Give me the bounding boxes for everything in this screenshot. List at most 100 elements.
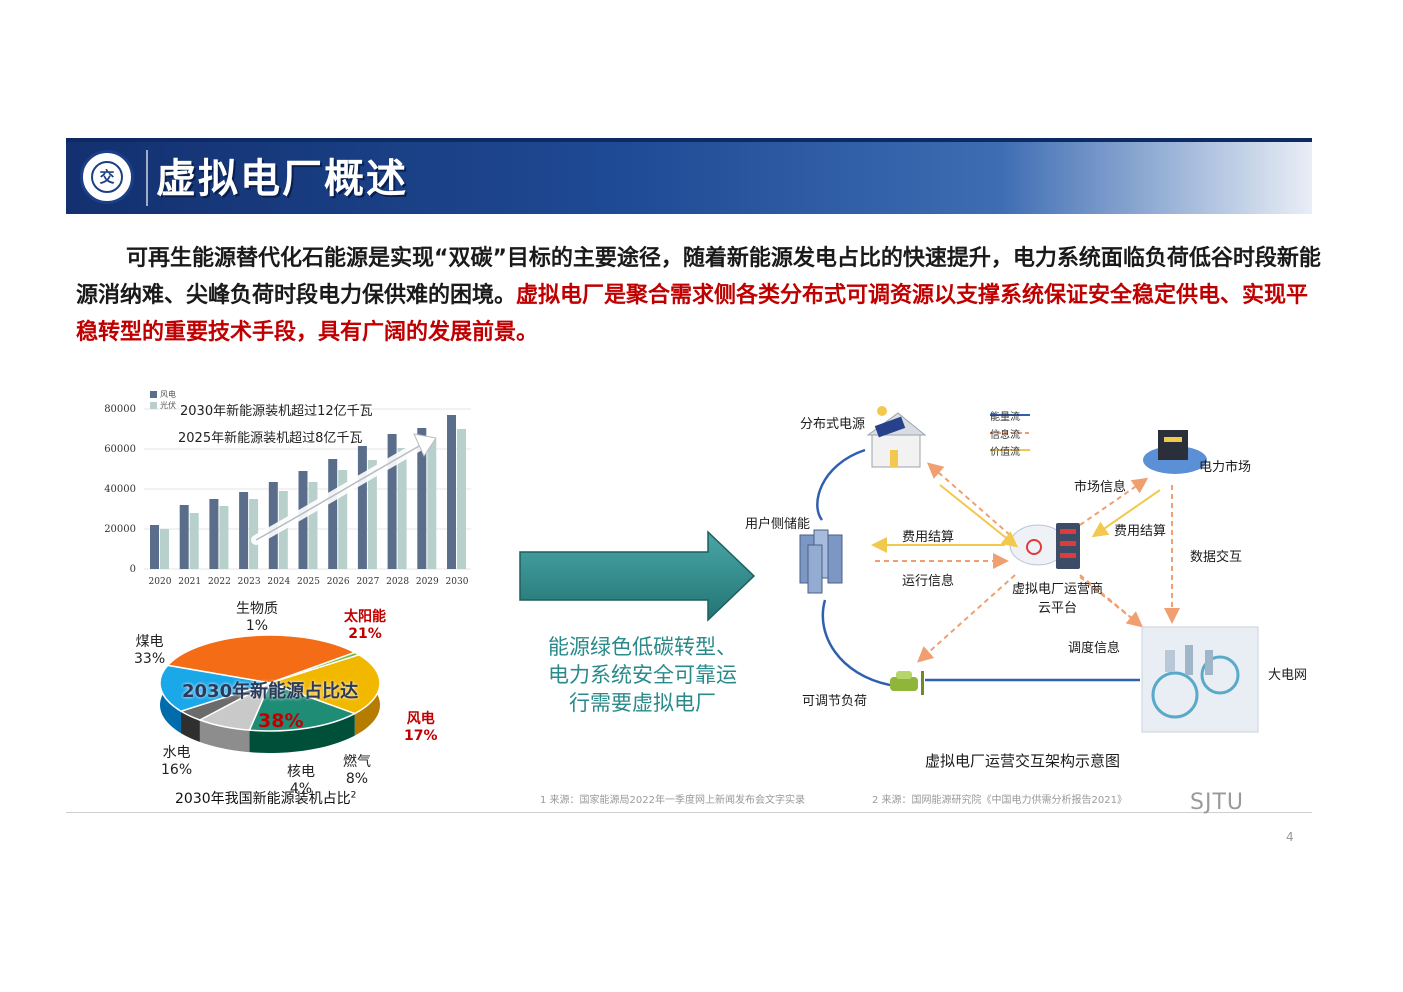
cloud-platform-icon — [1009, 523, 1080, 569]
node-distributed: 分布式电源 — [800, 417, 866, 432]
bar-solar — [427, 439, 437, 569]
bar-legend: 风电 光伏 — [150, 389, 176, 411]
y-tick-label: 60000 — [104, 444, 136, 455]
x-tick-label: 2026 — [327, 577, 350, 587]
ev-car-icon — [890, 671, 924, 695]
edge-run-info: 运行信息 — [902, 574, 955, 589]
info-arrow-load — [917, 574, 1016, 663]
big-arrow-shape — [519, 530, 756, 622]
info-arrow-market — [1079, 477, 1149, 526]
y-tick-label: 40000 — [104, 484, 136, 495]
edge-market-info: 市场信息 — [1074, 480, 1127, 495]
x-tick-label: 2024 — [267, 577, 290, 587]
legend-info: 信息流 — [990, 430, 1020, 441]
pie-slice-水电 — [159, 664, 271, 713]
bar-wind — [209, 499, 219, 569]
x-tick-label: 2021 — [178, 577, 201, 587]
house-icon — [866, 406, 927, 468]
x-tick-label: 2027 — [356, 577, 379, 587]
intro-red-text: 虚拟电厂是聚合需求侧各类分布式可调资源以支撑系统保证安全稳定供电、实现平稳转型的… — [76, 283, 1309, 345]
pie-caption: 2030年我国新能源装机占比2 — [175, 790, 357, 807]
intro-paragraph: 可再生能源替代化石能源是实现“双碳”目标的主要途径，随着新能源发电占比的快速提升… — [76, 240, 1326, 351]
node-vpp-cloud: 虚拟电厂运营商 云平台 — [1012, 582, 1104, 616]
legend-solar-swatch — [150, 402, 157, 409]
transition-text: 能源绿色低碳转型、 电力系统安全可靠运 行需要虚拟电厂 — [548, 635, 737, 715]
capacity-pie-chart — [159, 634, 381, 753]
logo-emblem: 交 — [91, 161, 123, 193]
pie-center-value: 38% — [258, 710, 304, 732]
y-tick-label: 0 — [130, 564, 136, 575]
footnote-2: 2 来源：国网能源研究院《中国电力供需分析报告2021》 — [872, 795, 1127, 806]
market-icon — [1143, 430, 1207, 474]
value-arrow-market — [1091, 489, 1161, 538]
info-arrow-grid-back — [1079, 576, 1141, 626]
pie-center-label: 2030年新能源占比达 — [182, 681, 359, 702]
legend-wind: 风电 — [150, 389, 176, 400]
footer-rule — [66, 812, 1312, 813]
header-bar — [66, 138, 1312, 214]
y-tick-label: 80000 — [104, 404, 136, 415]
energy-arc-bottom — [821, 599, 891, 687]
bar-solar — [249, 499, 259, 569]
bar-solar — [160, 529, 169, 569]
value-arrow-distributed — [939, 484, 1019, 548]
header-top-line — [66, 138, 1312, 142]
node-grid: 大电网 — [1268, 668, 1308, 683]
sjtu-logo: SJTU — [1190, 790, 1244, 815]
x-tick-label: 2028 — [386, 577, 409, 587]
node-load: 可调节负荷 — [802, 694, 868, 709]
intro-black-text: 可再生能源替代化石能源是实现“双碳”目标的主要途径，随着新能源发电占比的快速提升… — [76, 246, 1321, 308]
bar-wind — [357, 446, 367, 569]
footnote-1: 1 来源：国家能源局2022年一季度网上新闻发布会文字实录 — [540, 795, 805, 806]
pie-slice-煤电 — [166, 634, 357, 684]
bar-wind — [298, 471, 308, 569]
x-tick-label: 2022 — [208, 577, 231, 587]
annotation-2025: 2025年新能源装机超过8亿千瓦 — [178, 431, 363, 446]
bar-wind — [239, 492, 249, 569]
bar-solar — [457, 429, 466, 569]
x-tick-label: 2025 — [297, 577, 320, 587]
storage-icon — [799, 529, 843, 594]
legend-solar: 光伏 — [150, 400, 176, 411]
page-title: 虚拟电厂概述 — [156, 156, 408, 202]
diagram-caption: 虚拟电厂运营交互架构示意图 — [925, 752, 1121, 770]
vpp-diagram — [799, 406, 1259, 733]
bar-solar — [189, 513, 199, 569]
grid-icon — [1141, 626, 1259, 733]
edge-data-exchange: 数据交互 — [1190, 550, 1243, 565]
page-number: 4 — [1286, 830, 1294, 844]
y-tick-label: 20000 — [104, 524, 136, 535]
edge-dispatch: 调度信息 — [1068, 641, 1121, 656]
capacity-bar-chart: 0 20000 40000 60000 80000 2020 2021 2022 2023 202… — [104, 404, 471, 587]
bar-wind — [150, 525, 159, 569]
big-arrow — [519, 530, 756, 622]
pie-side-风电 — [249, 713, 355, 753]
bar-solar — [219, 506, 229, 569]
pie-slice-太阳能 — [267, 653, 381, 715]
edge-fee-storage: 费用结算 — [902, 530, 955, 545]
university-logo: 交 — [80, 150, 134, 204]
node-market: 电力市场 — [1199, 460, 1252, 475]
x-tick-label: 2030 — [446, 577, 469, 587]
bar-solar — [338, 470, 348, 569]
x-tick-label: 2023 — [238, 577, 261, 587]
bar-wind — [447, 415, 456, 569]
trend-arrow-outline — [255, 444, 422, 541]
edge-fee-market: 费用结算 — [1114, 524, 1167, 539]
bar-wind — [417, 428, 427, 569]
bar-solar — [308, 482, 318, 569]
bar-wind — [387, 434, 397, 569]
pie-side-燃气 — [199, 719, 250, 753]
pie-slice-风电 — [248, 682, 357, 732]
energy-arc-top — [816, 448, 866, 521]
node-storage: 用户侧储能 — [745, 517, 811, 532]
legend-wind-swatch — [150, 391, 157, 398]
legend-value: 价值流 — [990, 447, 1020, 458]
x-tick-label: 2020 — [149, 577, 172, 587]
trend-arrow-head — [413, 433, 437, 458]
